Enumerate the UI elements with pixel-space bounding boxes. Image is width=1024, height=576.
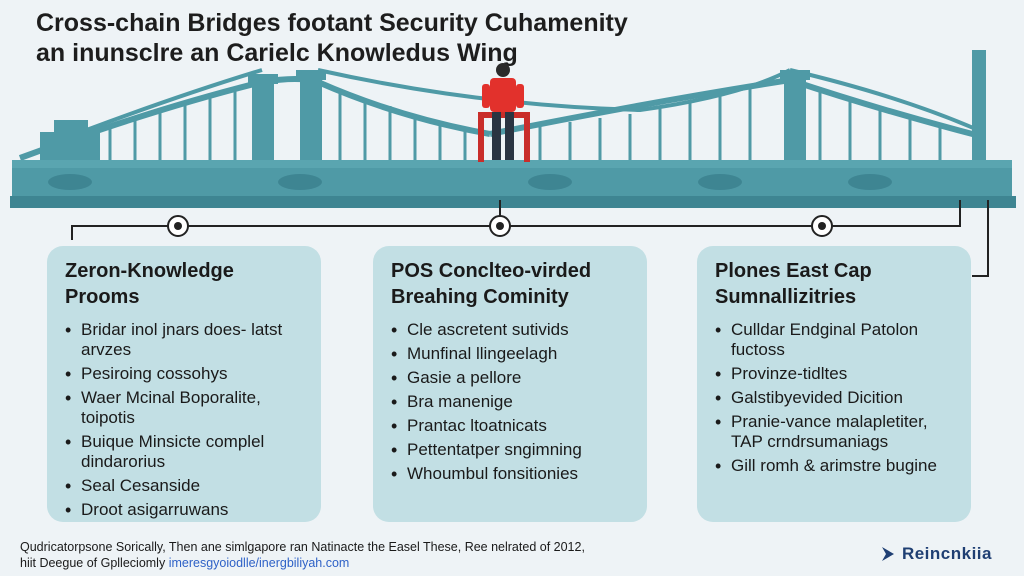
card-zero-knowledge: Zeron-Knowledge Prooms Bridar inol jnars… [47, 246, 321, 522]
page-title: Cross-chain Bridges footant Security Cuh… [36, 8, 628, 68]
brand-logo: Reincnkiia [880, 544, 992, 564]
footer-link[interactable]: imeresgyoiodlle/inergbiliyah.com [168, 556, 350, 570]
list-item: Munfinal llingeelagh [391, 344, 629, 364]
bridge-cable-left [18, 76, 491, 161]
node-icon-1 [167, 215, 189, 237]
brand-name: Reincnkiia [901, 544, 992, 563]
list-item: Buique Minsicte complel dindarorius [65, 432, 303, 472]
list-item: Bra manenige [391, 392, 629, 412]
list-item: Waer Mcinal Boporalite, toipotis [65, 388, 303, 428]
node-icon-3 [811, 215, 833, 237]
bridge-deck-base [10, 196, 1016, 208]
list-item: Pettentatper sngimning [391, 440, 629, 460]
bridge-deck [12, 168, 1012, 196]
node-icon-2 [489, 215, 511, 237]
title-line-2: an inunsclre an Carielc Knowledus Wing [36, 39, 518, 67]
bridge-cable-mid-upper [317, 68, 791, 113]
list-item: Cle ascretent sutivids [391, 320, 629, 340]
list-item: Seal Cesanside [65, 476, 303, 496]
list-item: Prantac ltoatnicats [391, 416, 629, 436]
card-list: Cle ascretent sutivids Munfinal llingeel… [391, 320, 629, 484]
footer-line-1: Qudricatorpsone Sorically, Then ane siml… [20, 540, 585, 554]
list-item: Culldar Endginal Patolon fuctoss [715, 320, 953, 360]
list-item: Bridar inol jnars does- latst arvzes [65, 320, 303, 360]
card-plones: Plones East Cap Sumnallizitries Culldar … [697, 246, 971, 522]
barrier-icon [478, 112, 530, 162]
list-item: Whoumbul fonsitionies [391, 464, 629, 484]
person-icon [482, 63, 524, 160]
list-item: Galstibyevided Dicition [715, 388, 953, 408]
footer-caption: Qudricatorpsone Sorically, Then ane siml… [20, 539, 585, 571]
list-item: Gill romh & arimstre bugine [715, 456, 953, 476]
card-pos: POS Conclteo-virded Breahing Cominity Cl… [373, 246, 647, 522]
list-item: Pesiroing cossohys [65, 364, 303, 384]
card-list: Bridar inol jnars does- latst arvzes Pes… [65, 320, 303, 520]
card-heading: Plones East Cap Sumnallizitries [715, 260, 872, 308]
bridge-illustration [10, 50, 1016, 208]
list-item: Pranie-vance malapletiter, TAP crndrsuma… [715, 412, 953, 452]
title-line-1: Cross-chain Bridges footant Security Cuh… [36, 9, 628, 37]
bridge-deck-ornaments [48, 174, 892, 190]
connector-lines [71, 200, 989, 277]
bridge-cable-right-upper [789, 68, 979, 132]
bridge-cable-right [489, 76, 981, 139]
card-heading: POS Conclteo-virded Breahing Cominity [391, 260, 592, 308]
card-list: Culldar Endginal Patolon fuctoss Provinz… [715, 320, 953, 476]
brand-mark-icon [881, 547, 894, 561]
list-item: Gasie a pellore [391, 368, 629, 388]
bridge-deck-top [12, 160, 1012, 168]
footer-line-2: hiit Deegue of Gplleciomly imeresgyoiodl… [20, 555, 585, 571]
list-item: Droot asigarruwans [65, 500, 303, 520]
bridge-abutment-left [40, 120, 100, 162]
card-heading: Zeron-Knowledge Prooms [65, 260, 234, 308]
list-item: Provinze-tidltes [715, 364, 953, 384]
footer-prefix: hiit Deegue of Gplleciomly [20, 556, 166, 570]
